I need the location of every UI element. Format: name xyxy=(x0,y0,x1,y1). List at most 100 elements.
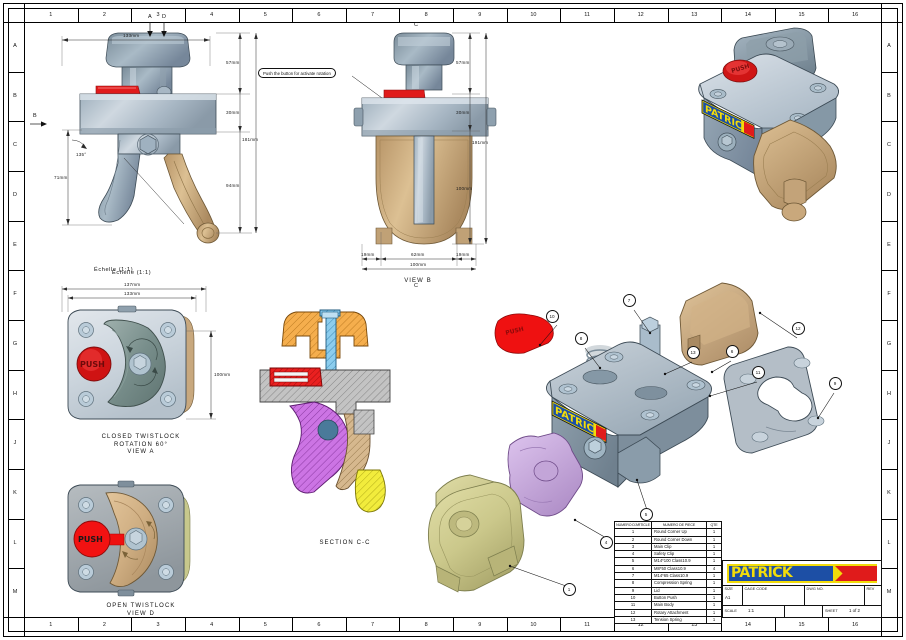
zone-bottom-8: 8 xyxy=(424,622,428,628)
zone-bottom-7: 7 xyxy=(371,622,375,628)
bom-cell-qty: 1 xyxy=(706,579,722,588)
zone-tick xyxy=(399,618,401,632)
zone-tick xyxy=(345,618,347,632)
zone-left-J: J xyxy=(13,440,17,447)
bom-cell-qty: 1 xyxy=(706,528,722,537)
bom-cell-qty: 1 xyxy=(706,593,722,603)
zone-tick xyxy=(77,8,79,22)
view-a-scale-label: Échelle (1:1) xyxy=(112,270,152,276)
balloon-1: 1 xyxy=(562,582,576,596)
bom-cell-qty: 4 xyxy=(706,564,722,574)
zone-top-7: 7 xyxy=(371,12,375,18)
section-arrow-b xyxy=(30,121,47,127)
zone-tick xyxy=(882,270,898,272)
zone-top-16: 16 xyxy=(852,12,859,18)
dim-viewb-top-height: 57mm xyxy=(456,60,470,65)
cage-code-label: CAGE CODE xyxy=(744,587,768,591)
zone-top-10: 10 xyxy=(530,12,537,18)
zone-bottom-15: 15 xyxy=(798,622,805,628)
zone-tick xyxy=(131,8,133,22)
zone-top-14: 14 xyxy=(744,12,751,18)
view-isometric-assembly: PUSH PATRICK xyxy=(690,26,870,266)
section-mark-b: B xyxy=(33,113,37,119)
zone-left-C: C xyxy=(13,142,17,149)
balloon-5: 5 xyxy=(639,507,653,521)
title-block: PATRICK SIZE A1 CAGE CODE DWG NO. REV xyxy=(722,560,882,618)
bom-cell-qty: 1 xyxy=(706,550,722,559)
zone-left-M: M xyxy=(12,589,18,596)
zone-tick xyxy=(453,8,454,22)
bom-header-row: NUMERO D'ARTICLE NUMERO DE PIECE QTE xyxy=(614,520,722,530)
zone-tick xyxy=(828,618,830,632)
zone-left-F: F xyxy=(13,291,17,298)
bom-cell-item: 5 xyxy=(614,557,652,566)
zone-top-8: 8 xyxy=(424,12,428,18)
zone-left-E: E xyxy=(13,241,17,248)
zone-top-11: 11 xyxy=(584,12,590,18)
zone-bottom-11: 11 xyxy=(584,622,590,628)
zone-tick xyxy=(131,618,133,632)
svg-text:PUSH: PUSH xyxy=(78,535,103,544)
zone-tick xyxy=(8,270,24,272)
svg-text:PUSH: PUSH xyxy=(80,360,105,369)
balloon-7: 7 xyxy=(622,293,636,307)
size-label: SIZE xyxy=(724,587,733,591)
bom-cell-item: 8 xyxy=(614,579,652,588)
zone-tick xyxy=(292,8,294,22)
zone-tick xyxy=(292,618,294,632)
view-d: PUSH xyxy=(60,473,220,603)
bom-cell-part: Rotary Attachment xyxy=(651,608,707,617)
zone-tick xyxy=(184,618,186,632)
zone-bottom-16: 16 xyxy=(852,622,859,628)
zone-top-6: 6 xyxy=(317,12,321,18)
frame-outer-border xyxy=(3,3,903,637)
view-b-section-mark-top: C xyxy=(414,22,418,28)
zone-right-F: F xyxy=(887,291,891,298)
zone-tick xyxy=(882,320,898,321)
zone-right-L: L xyxy=(887,539,891,546)
zone-bottom-1: 1 xyxy=(49,622,53,628)
bom-cell-part: M14*65 Class10.9 xyxy=(651,572,707,581)
dim-viewb-left-pad: 19mm xyxy=(361,252,375,257)
zone-tick xyxy=(8,220,24,222)
dim-viewb-mid-height: 30mm xyxy=(456,110,470,115)
bom-header-item: NUMERO D'ARTICLE xyxy=(614,520,652,530)
zone-bottom-5: 5 xyxy=(263,622,267,628)
bom-cell-qty: 1 xyxy=(706,572,722,581)
zone-tick xyxy=(560,8,562,22)
dim-viewb-lower-height: 100mm xyxy=(456,186,473,191)
bom-cell-qty: 1 xyxy=(706,615,722,625)
dim-viewb-right-pad: 19mm xyxy=(456,252,470,257)
zone-tick xyxy=(8,568,24,570)
balloon-4: 4 xyxy=(599,535,613,549)
zone-tick xyxy=(8,71,24,73)
zone-tick xyxy=(774,618,776,632)
zone-left-D: D xyxy=(13,192,17,198)
zone-left-G: G xyxy=(12,341,18,347)
size-value: A1 xyxy=(725,595,731,600)
zone-right-E: E xyxy=(887,241,891,248)
dim-front-left-height: 71mm xyxy=(54,175,68,180)
zone-top-5: 5 xyxy=(263,12,267,18)
balloon-9: 9 xyxy=(828,376,842,390)
zone-tick xyxy=(882,171,898,172)
zone-right-G: G xyxy=(886,341,892,347)
dim-front-mid-height: 30mm xyxy=(226,110,240,115)
zone-tick xyxy=(506,8,508,22)
zone-tick xyxy=(882,71,898,73)
dwg-no-label: DWG NO. xyxy=(806,587,824,591)
zone-tick xyxy=(882,220,898,222)
zone-right-B: B xyxy=(887,92,891,99)
bom-cell-part: Round Corner Up xyxy=(651,528,707,537)
zone-top-3: 3 xyxy=(156,12,160,18)
balloon-6: 6 xyxy=(725,344,739,358)
